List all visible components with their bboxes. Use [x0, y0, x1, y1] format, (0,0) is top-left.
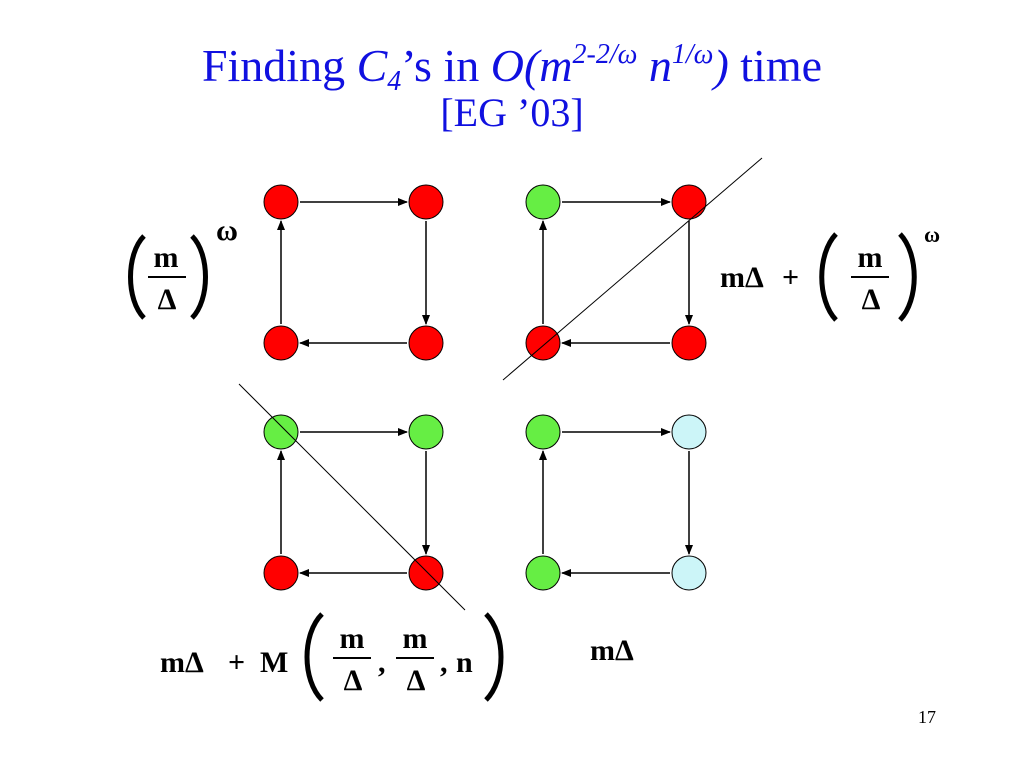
formula-plus: + — [782, 261, 799, 294]
formula-lead: mΔ — [720, 261, 764, 294]
title-o-open: O(m — [490, 40, 573, 91]
formula-exponent: ω — [216, 214, 238, 247]
node-red — [408, 325, 444, 361]
slide-title: Finding C4’s in O(m2-2/ω n1/ω) time — [0, 28, 1024, 109]
node-red — [671, 184, 707, 220]
formula-top-left: m Δ ω — [128, 214, 238, 320]
node-red — [263, 325, 299, 361]
paren-left — [819, 232, 838, 322]
formula-function: M — [260, 646, 288, 679]
paren-left — [304, 612, 324, 702]
title-exponent-2: 1/ω — [671, 39, 714, 70]
formula-last-arg: n — [456, 646, 473, 679]
cut-diagonal-line — [238, 383, 466, 611]
formula-bottom-left: mΔ + M m Δ , m Δ , n — [160, 612, 504, 702]
node-green — [525, 184, 561, 220]
node-red — [408, 184, 444, 220]
node-green — [525, 414, 561, 450]
slide-subtitle: [EG ’03] — [440, 90, 584, 135]
fraction-numerator: m — [154, 241, 179, 274]
title-c-subscript: 4 — [387, 66, 402, 97]
fraction-2-denominator: Δ — [407, 664, 426, 697]
fraction-numerator: m — [858, 241, 883, 274]
formula-exponent: ω — [924, 222, 940, 247]
slide-number: 17 — [918, 707, 936, 727]
node-light-blue — [671, 414, 707, 450]
formula-lead: mΔ — [160, 646, 204, 679]
fraction-1-denominator: Δ — [344, 664, 363, 697]
fraction-2-numerator: m — [403, 622, 428, 655]
title-n: n — [637, 40, 672, 91]
square-top-left — [263, 184, 444, 361]
squares-layer — [238, 157, 763, 611]
title-prefix: Finding — [201, 40, 357, 91]
fraction-denominator: Δ — [862, 283, 881, 316]
square-bottom-right — [525, 414, 707, 591]
square-top-right — [502, 157, 763, 381]
paren-right — [190, 234, 208, 320]
title-o-close: ) — [713, 40, 729, 91]
node-green — [263, 414, 299, 450]
node-red — [263, 555, 299, 591]
node-green — [408, 414, 444, 450]
fraction-1-numerator: m — [340, 622, 365, 655]
title-exponent-1: 2-2/ω — [572, 39, 638, 70]
paren-right — [898, 232, 917, 322]
cut-diagonal-line — [502, 157, 763, 381]
paren-left — [128, 234, 146, 320]
formula-top-right: mΔ + m Δ ω — [720, 222, 940, 322]
fraction-denominator: Δ — [158, 283, 177, 316]
square-bottom-left — [238, 383, 466, 611]
node-red — [263, 184, 299, 220]
formula-bottom-right: mΔ — [590, 634, 634, 667]
node-red — [408, 555, 444, 591]
title-suffix: time — [728, 40, 823, 91]
title-after-c: ’s in — [401, 40, 491, 91]
title-c: C — [356, 40, 388, 91]
node-light-blue — [671, 555, 707, 591]
node-green — [525, 555, 561, 591]
formula-plus: + — [228, 646, 245, 679]
node-red — [671, 325, 707, 361]
node-red — [525, 325, 561, 361]
comma-2: , — [440, 646, 448, 679]
comma-1: , — [378, 646, 386, 679]
paren-right — [484, 612, 504, 702]
